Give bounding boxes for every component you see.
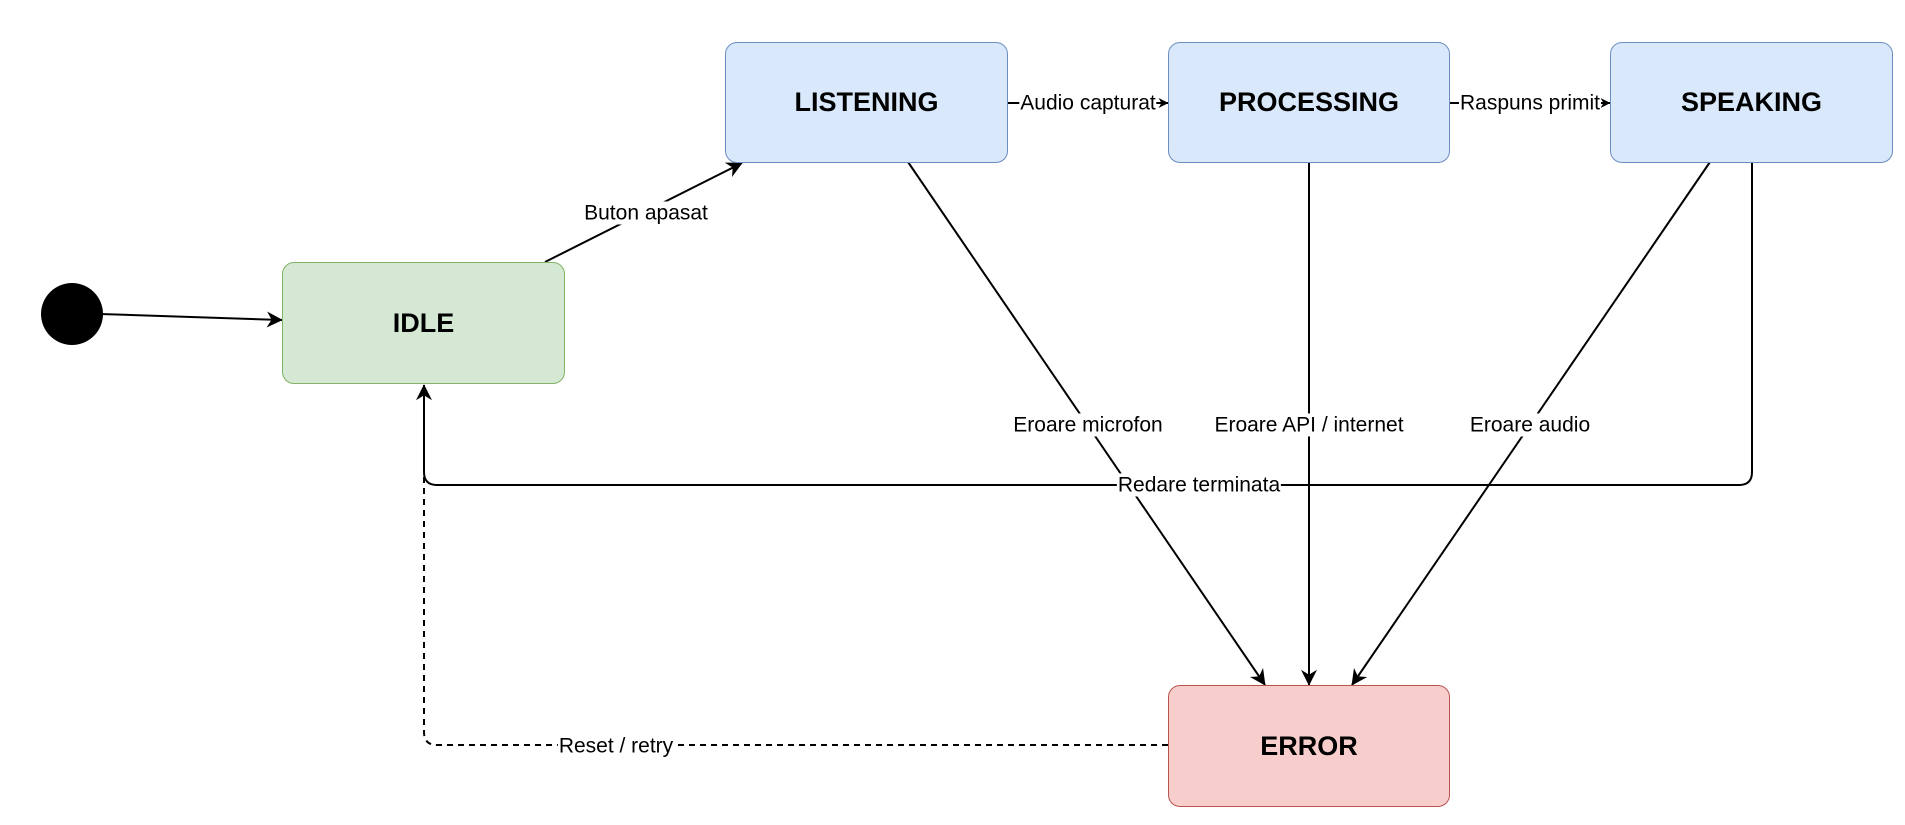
edge-label-eroare-audio: Eroare audio [1468,413,1592,437]
edge-label-reset-retry: Reset / retry [557,734,675,758]
edge-label-buton-apasat: Buton apasat [583,201,709,225]
state-speaking: SPEAKING [1610,42,1893,163]
state-error: ERROR [1168,685,1450,807]
state-idle-label: IDLE [392,307,455,338]
state-idle: IDLE [282,262,565,384]
state-processing: PROCESSING [1168,42,1450,163]
edge-label-raspuns-primit: Raspuns primit [1458,91,1602,115]
initial-state-dot [41,283,103,345]
edge-start-to-idle [99,311,283,328]
state-listening-label: LISTENING [794,87,939,117]
state-listening: LISTENING [725,42,1008,163]
edge-label-eroare-microfon: Eroare microfon [1012,413,1164,437]
state-processing-label: PROCESSING [1218,87,1400,117]
state-error-label: ERROR [1260,730,1358,761]
edge-label-audio-capturat: Audio capturat [1019,91,1157,115]
state-speaking-label: SPEAKING [1680,87,1823,117]
edge-label-redare-terminata: Redare terminata [1116,473,1282,497]
edge-error-to-idle [423,465,1168,746]
edge-label-eroare-api: Eroare API / internet [1213,413,1405,437]
